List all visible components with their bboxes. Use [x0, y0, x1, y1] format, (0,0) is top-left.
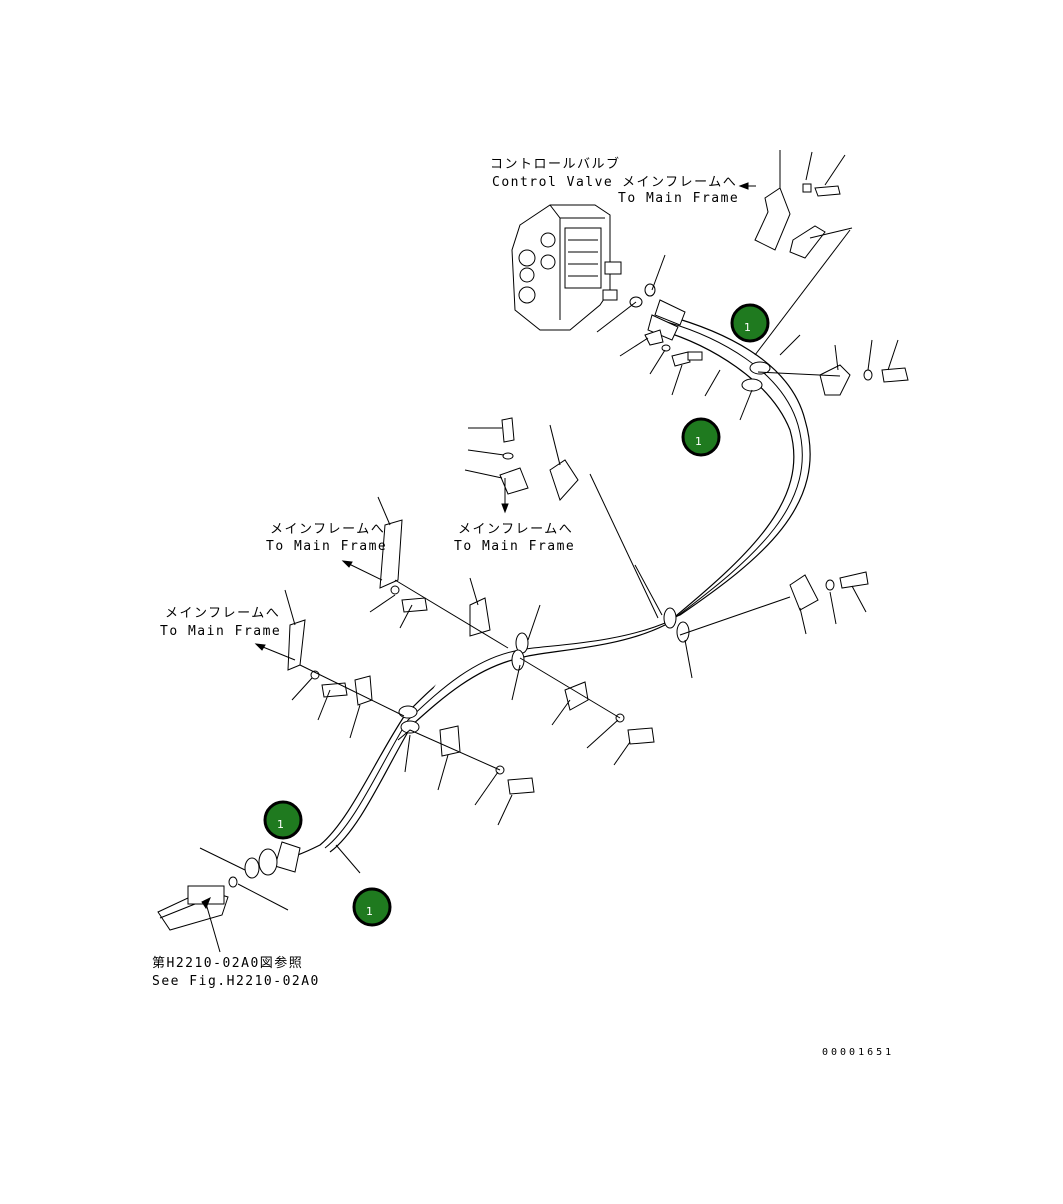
brackets	[287, 183, 909, 795]
main-frame-label-en-1: To Main Frame	[618, 191, 739, 206]
labels: コントロールバルブ Control Valve メインフレームへ To Main…	[152, 156, 894, 1058]
main-frame-label-jp-3: メインフレームへ	[458, 522, 573, 537]
valve-fittings	[629, 283, 703, 367]
see-fig-label-en: See Fig.H2210-02A0	[152, 974, 320, 989]
svg-text:1: 1	[277, 818, 284, 831]
main-frame-label-en-3: To Main Frame	[454, 539, 575, 554]
lower-fittings	[157, 841, 301, 931]
svg-text:1: 1	[695, 435, 702, 448]
leader-lines	[199, 150, 899, 953]
main-frame-label-jp-2: メインフレームへ	[270, 522, 385, 537]
callout-marker-4[interactable]: 1	[352, 887, 392, 927]
hose-assembly	[279, 314, 811, 861]
control-valve-label-en: Control Valve	[492, 175, 613, 190]
main-frame-label-en-4: To Main Frame	[160, 624, 281, 639]
svg-text:1: 1	[366, 905, 373, 918]
control-valve-label-jp: コントロールバルブ	[490, 156, 621, 172]
see-fig-label-jp: 第H2210-02A0図参照	[152, 955, 303, 971]
main-frame-label-jp-1: メインフレームへ	[622, 175, 737, 190]
control-valve	[511, 204, 622, 331]
callout-marker-1[interactable]: 1	[730, 303, 770, 343]
drawing-number: 00001651	[822, 1047, 894, 1058]
svg-text:1: 1	[744, 321, 751, 334]
callout-marker-2[interactable]: 1	[681, 417, 721, 457]
main-frame-label-jp-4: メインフレームへ	[165, 606, 280, 621]
main-frame-label-en-2: To Main Frame	[266, 539, 387, 554]
callout-marker-3[interactable]: 1	[263, 800, 303, 840]
